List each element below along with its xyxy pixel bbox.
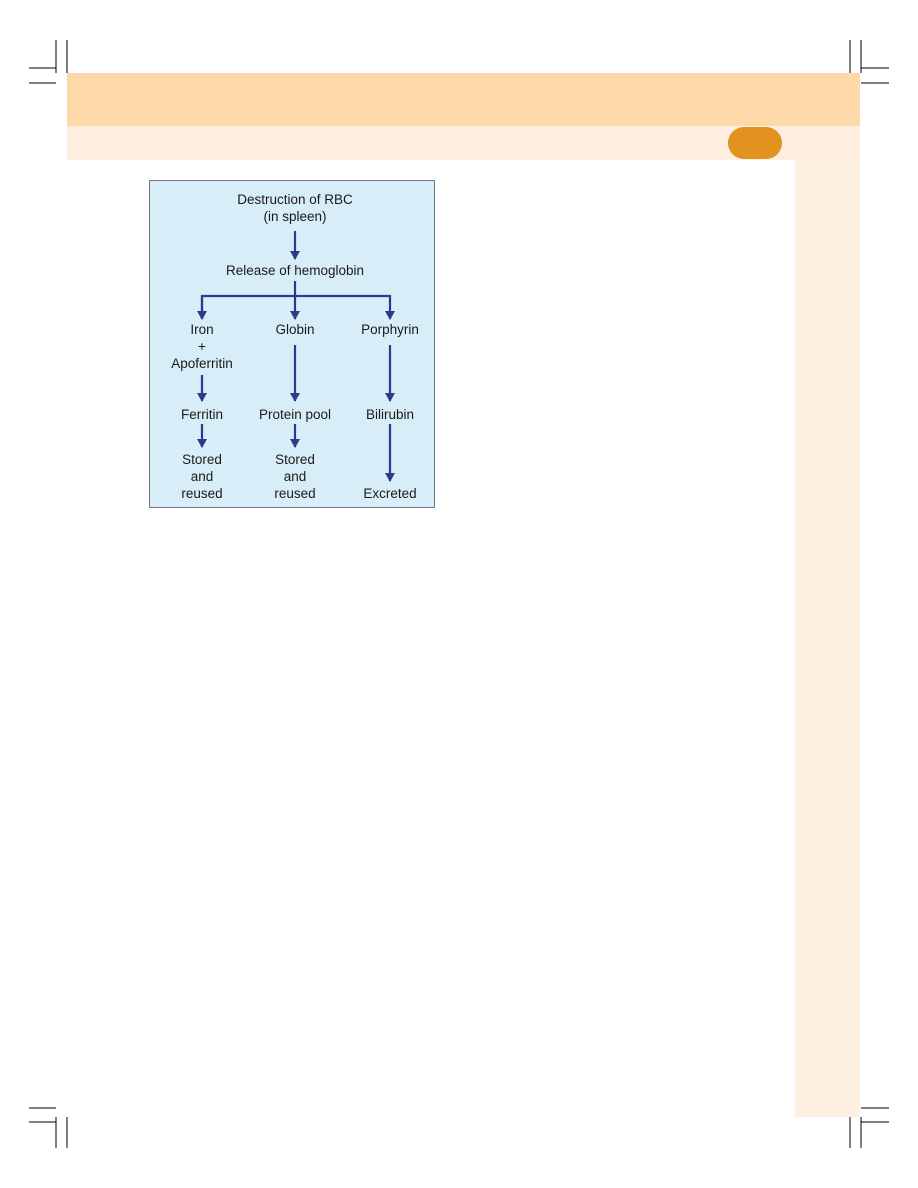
node-stored-and-reused-globin: Stored and reused: [274, 452, 316, 501]
node-destruction-of-rbc: Destruction of RBC (in spleen): [237, 192, 353, 224]
page-number-tab: [728, 127, 782, 159]
node-iron-apoferritin: Iron + Apoferritin: [171, 322, 233, 371]
subheader-band: [67, 126, 860, 160]
header-band: [67, 73, 860, 126]
side-margin-band: [795, 160, 860, 1117]
node-ferritin: Ferritin: [180, 407, 224, 422]
node-release-of-hemoglobin: Release of hemoglobin: [225, 263, 365, 278]
flow-arrows: [197, 231, 395, 482]
node-protein-pool: Protein pool: [258, 407, 332, 422]
node-porphyrin: Porphyrin: [361, 322, 419, 337]
node-stored-and-reused-iron: Stored and reused: [181, 452, 223, 501]
node-globin: Globin: [275, 322, 315, 337]
hemoglobin-fate-flowchart: Destruction of RBC (in spleen) Release o…: [149, 180, 435, 508]
node-bilirubin: Bilirubin: [365, 407, 415, 422]
node-excreted: Excreted: [363, 486, 417, 501]
